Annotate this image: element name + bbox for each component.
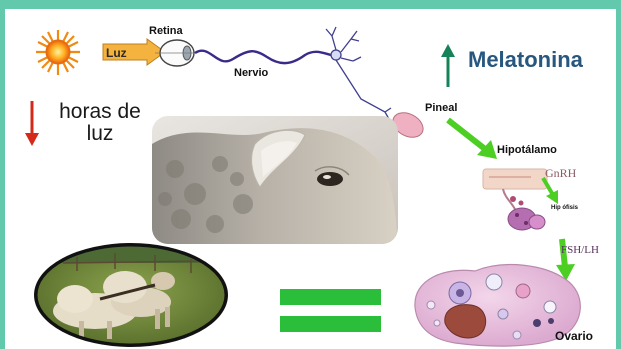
label-hipofisis: Hip ófisis [551,205,578,211]
label-fsh-lh: FSH/LH [561,245,599,256]
eye-icon [155,40,195,66]
label-hipotalamo: Hipotálamo [497,145,557,156]
melatonin-up-arrow-icon [441,44,455,87]
mating-sheep-photo [34,243,228,347]
label-melatonina: Melatonina [468,49,583,71]
light-hours-down-arrow-icon [25,101,39,146]
label-luz: Luz [106,47,127,59]
label-horas-de-luz: horas de luz [45,101,155,145]
diagram-canvas: Retina Luz Nervio Melatonina horas de lu… [5,9,616,349]
label-gnrh: GnRH [545,167,576,179]
sun-icon [36,30,80,75]
label-pineal: Pineal [425,103,457,114]
equals-icon [280,289,381,332]
label-ovario: Ovario [555,330,593,342]
label-nervio: Nervio [234,68,268,79]
pineal-to-hypothalamus-arrow-icon [448,120,497,159]
sheep-head-photo [152,116,398,244]
gnrh-to-pituitary-arrow-icon [543,178,558,204]
hypothalamus-pituitary-illustration [483,169,547,230]
optic-nerve-line [195,51,331,63]
neuron-icon [326,27,391,119]
label-retina: Retina [149,26,183,37]
